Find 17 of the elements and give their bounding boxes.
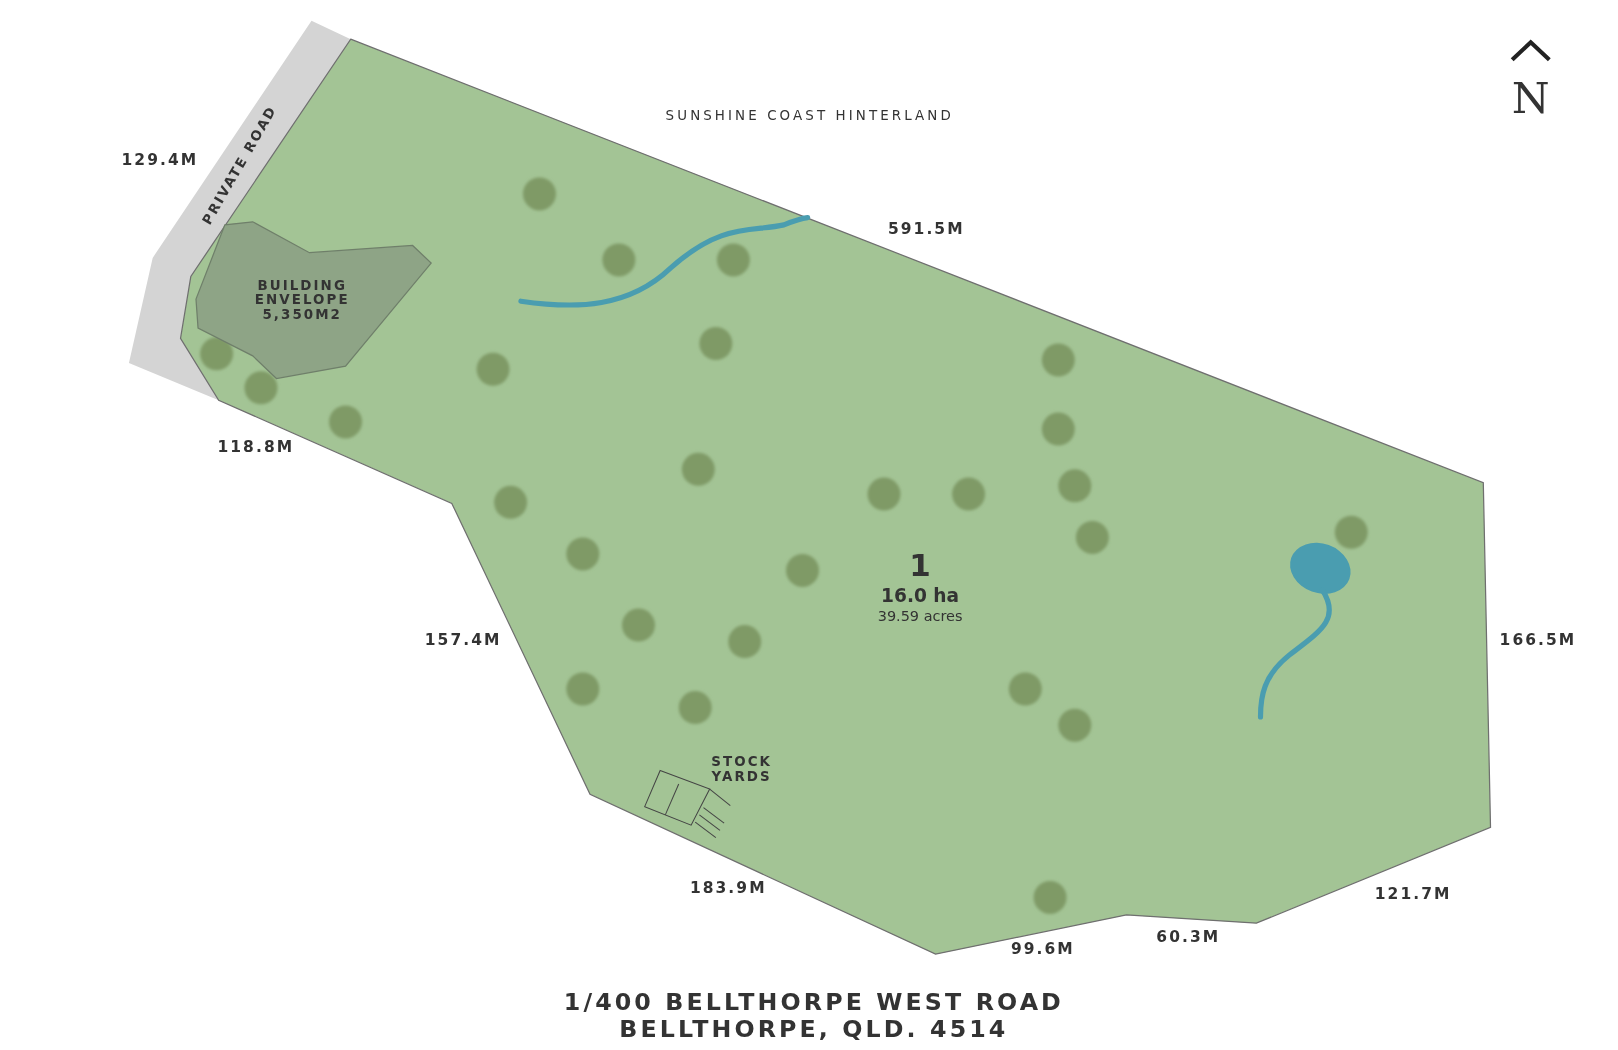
address-caption: 1/400 BELLTHORPE WEST ROAD BELLTHORPE, QLD. 4514: [562, 988, 1065, 1042]
boundary-length: 157.4M: [424, 630, 502, 649]
boundary-length: 118.8M: [217, 437, 295, 456]
subtitle: SUNSHINE COAST HINTERLAND: [665, 107, 954, 124]
boundary-length: 166.5M: [1499, 630, 1577, 649]
boundary-length: 129.4M: [121, 150, 199, 170]
boundary-length: 183.9M: [689, 878, 767, 898]
area-hectares: 16.0 ha: [881, 584, 960, 606]
boundary-length: 99.6M: [1010, 939, 1075, 959]
area-acres: 39.59 acres: [877, 607, 963, 625]
boundary-length: 121.7M: [1374, 885, 1452, 904]
stock-yards-label: STOCK YARDS: [710, 755, 774, 784]
building-envelope-label: BUILDING ENVELOPE 5,350M2: [253, 278, 351, 322]
north-letter: N: [1511, 72, 1550, 124]
lot-number: 1: [909, 547, 931, 584]
boundary-length: 591.5M: [887, 219, 965, 239]
boundary-length: 60.3M: [1156, 927, 1221, 946]
